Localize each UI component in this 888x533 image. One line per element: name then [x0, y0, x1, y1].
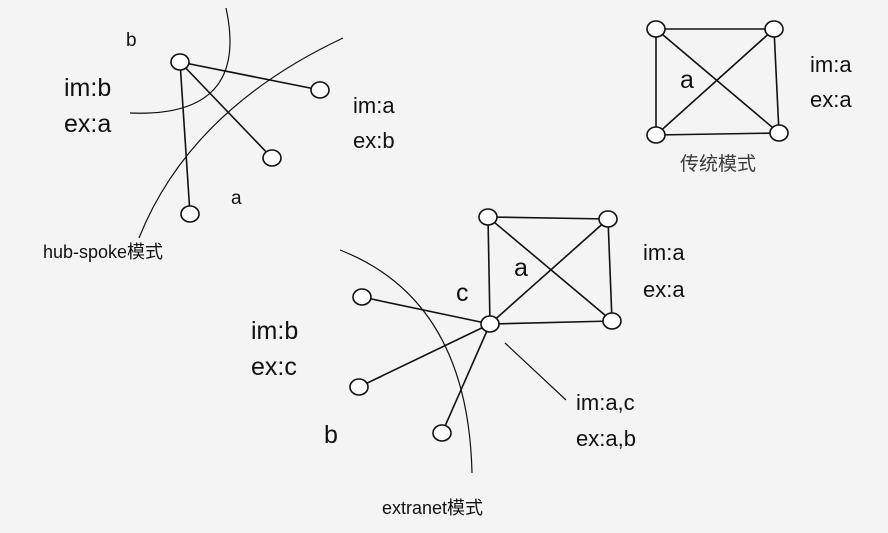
extranet-mesh-link-bottom: [489, 320, 613, 325]
extranet-mesh-link-diag-1: [487, 216, 613, 322]
extranet-shared-node: [480, 315, 500, 333]
extranet-pointer-line: [504, 342, 567, 401]
extranet-c-policy-export: ex:a,b: [576, 426, 636, 451]
traditional-policy-import: im:a: [810, 52, 852, 77]
extranet-a-policy-import: im:a: [643, 240, 685, 265]
extranet-mesh-node-tl: [478, 208, 498, 226]
extranet-spoke-node-3: [432, 424, 452, 442]
traditional-node-br: [769, 124, 789, 142]
traditional-node-bl: [646, 126, 666, 144]
traditional-link-diag-2: [655, 28, 775, 136]
hub-policy-import: im:b: [64, 74, 111, 102]
spoke-policy-import: im:a: [353, 93, 395, 118]
extranet-a-policy-export: ex:a: [643, 277, 685, 302]
spoke-policy-export: ex:b: [353, 128, 395, 153]
traditional-policy-export: ex:a: [810, 87, 852, 112]
hub-spoke-caption: hub-spoke模式: [43, 242, 163, 262]
extranet-c-policy-import: im:a,c: [576, 390, 635, 415]
extranet-mesh-link-left: [487, 216, 491, 325]
traditional-node-tl: [646, 20, 666, 38]
extranet-spoke-link-2: [358, 323, 491, 388]
traditional-node-tr: [764, 20, 784, 38]
extranet-mesh-node-tr: [598, 210, 618, 228]
traditional-site-label: a: [680, 66, 694, 94]
spoke-node-3: [180, 205, 200, 223]
traditional-group: a im:a ex:a 传统模式: [646, 20, 852, 175]
hub-spoke-boundary-arc-inner: [129, 7, 231, 114]
extranet-spoke-node-2: [349, 378, 369, 396]
extranet-spoke-link-1: [361, 296, 491, 325]
extranet-mesh-link-right: [607, 218, 613, 322]
hub-spoke-link-2: [179, 61, 273, 159]
spoke-node-2: [262, 149, 282, 167]
extranet-site-c-label: c: [456, 279, 469, 307]
extranet-mesh-link-diag-2: [489, 218, 609, 325]
hub-spoke-group: b a im:b ex:a im:a ex:b hub-spoke模式: [43, 7, 395, 262]
hub-node: [170, 53, 190, 71]
extranet-boundary-arc: [339, 249, 473, 474]
traditional-link-right: [773, 28, 780, 134]
hub-spoke-link-1: [179, 61, 321, 91]
spoke-node-1: [310, 81, 330, 99]
hub-spoke-boundary-arc-outer: [138, 37, 344, 239]
extranet-site-a-label: a: [514, 254, 528, 282]
extranet-spoke-link-3: [441, 323, 491, 434]
hub-policy-export: ex:a: [64, 110, 111, 138]
extranet-caption: extranet模式: [382, 498, 483, 518]
traditional-link-diag-1: [655, 28, 780, 134]
extranet-group: a c b im:a ex:a im:b ex:c im:a,c ex:a,b …: [251, 208, 685, 518]
extranet-b-policy-import: im:b: [251, 317, 298, 345]
hub-spoke-site-a-label: a: [231, 188, 242, 209]
traditional-link-bottom: [655, 132, 780, 136]
extranet-site-b-label: b: [324, 421, 338, 449]
extranet-mesh-node-br: [602, 312, 622, 330]
extranet-b-policy-export: ex:c: [251, 353, 297, 381]
extranet-spoke-node-1: [352, 288, 372, 306]
extranet-mesh-link-top: [487, 216, 609, 220]
traditional-caption: 传统模式: [680, 153, 756, 175]
hub-spoke-link-3: [179, 61, 191, 215]
hub-spoke-site-b-label: b: [126, 30, 137, 51]
